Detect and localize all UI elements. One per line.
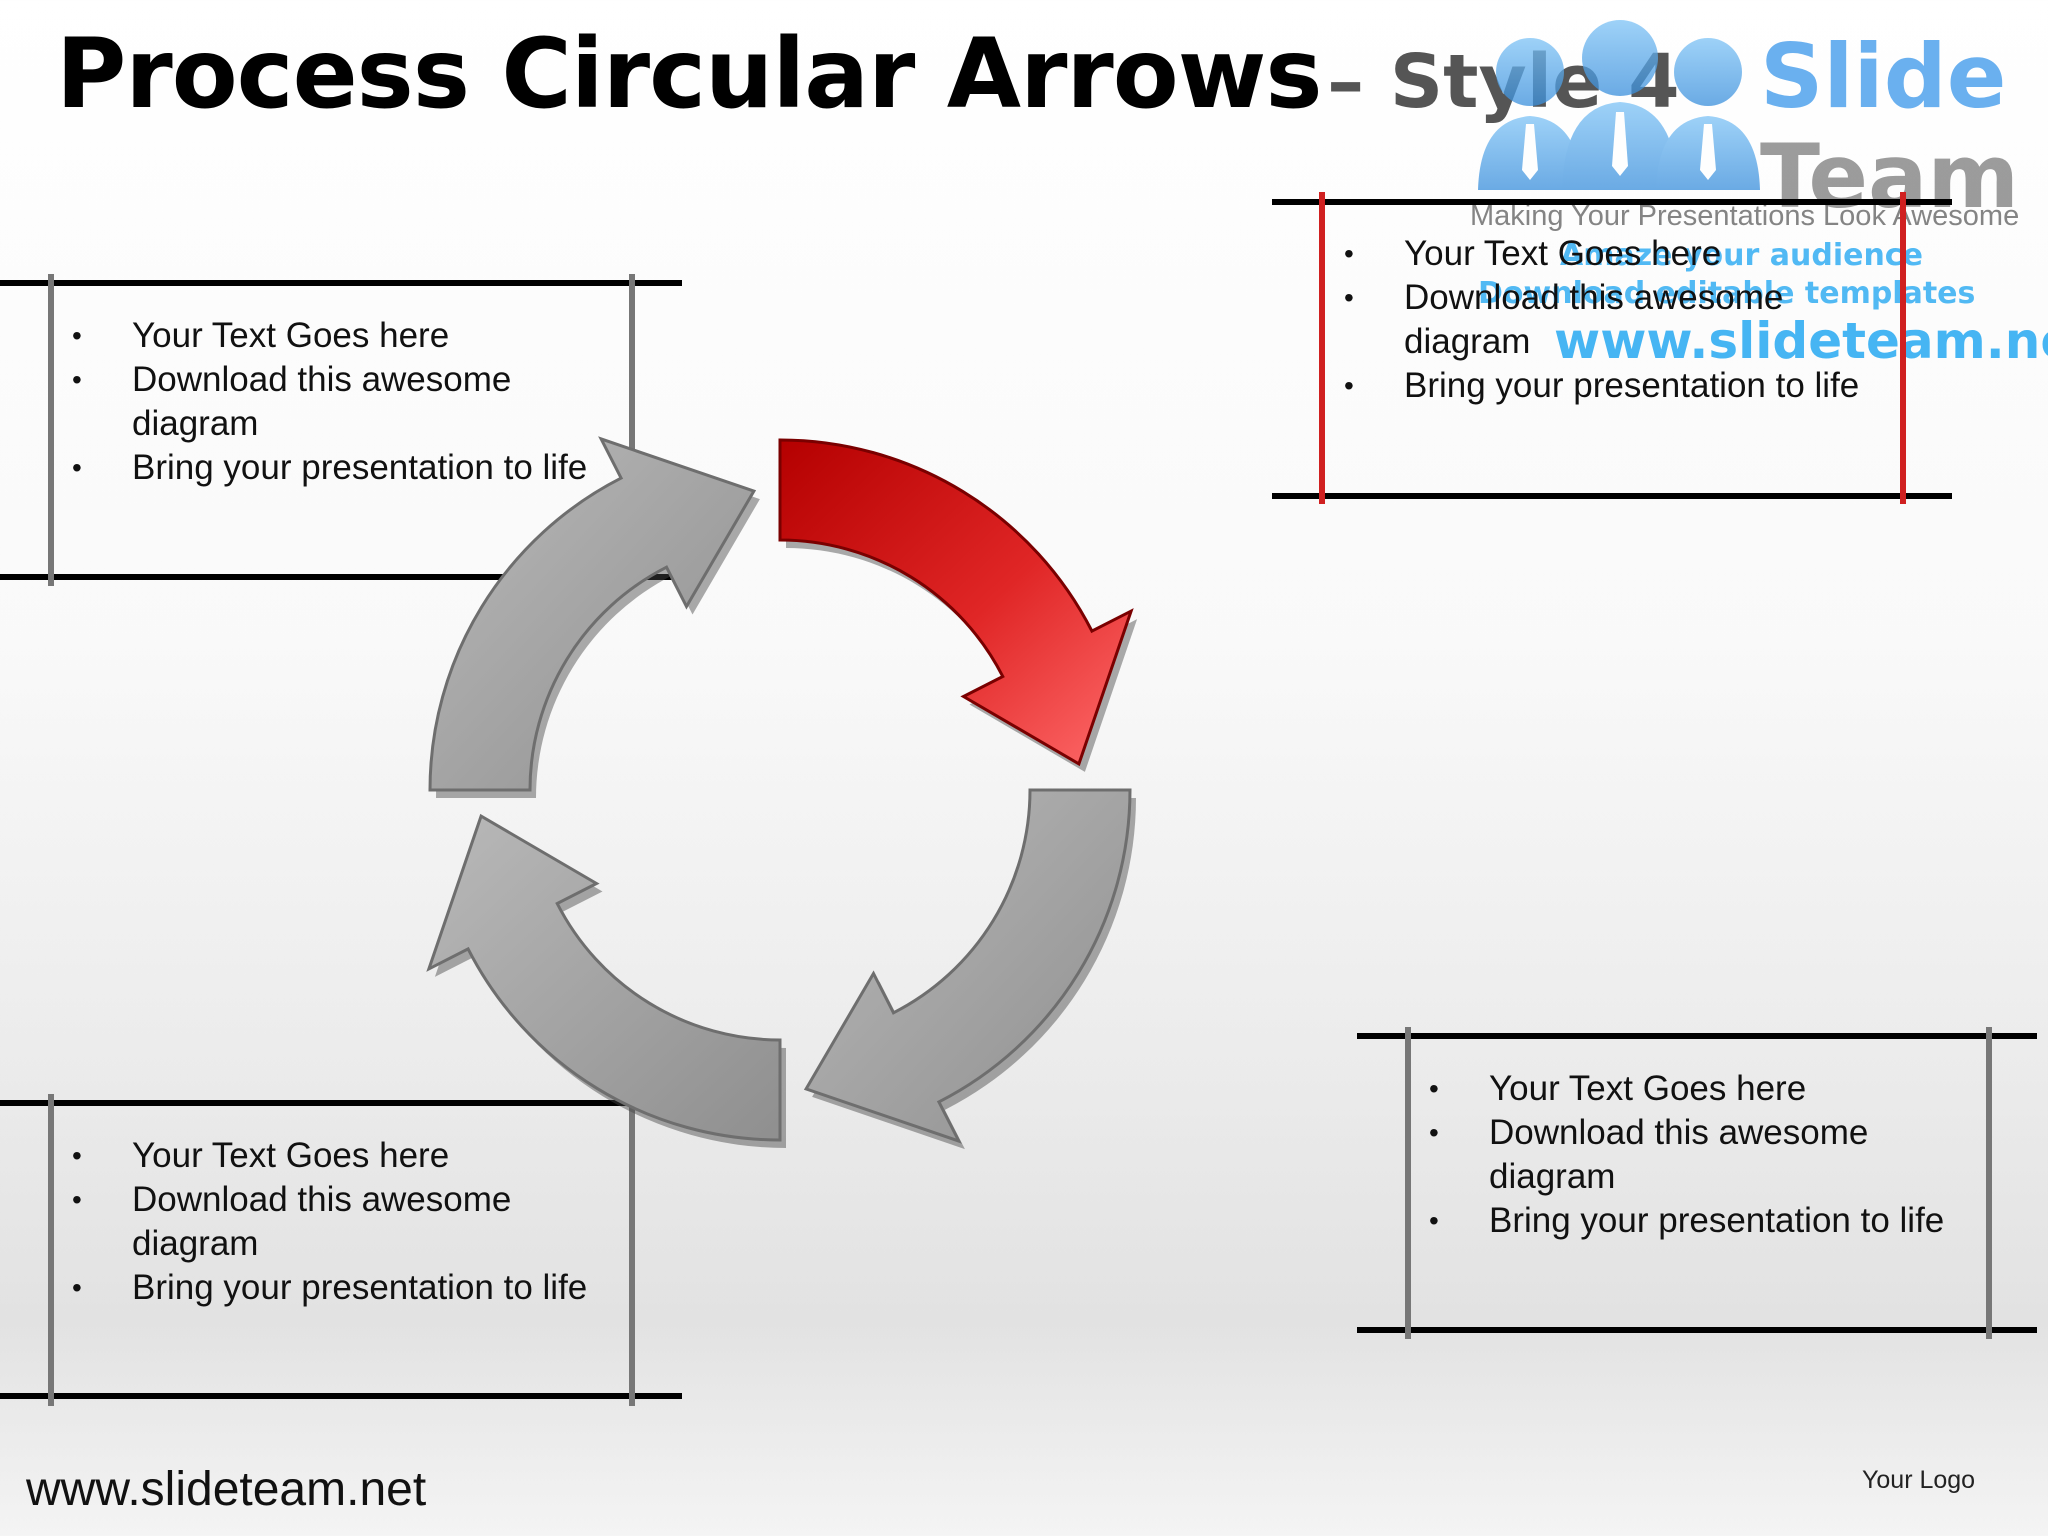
title-main: Process Circular Arrows <box>56 18 1323 130</box>
top-right-top-rule <box>1272 199 1952 205</box>
bullet-item: Bring your presentation to life <box>1429 1199 1969 1243</box>
bottom-left-left-bar <box>48 1094 54 1406</box>
cycle-arrow-top-left <box>428 436 757 792</box>
top-left-right-bar <box>629 274 635 586</box>
bottom-left-bottom-rule <box>0 1393 682 1399</box>
top-right-bottom-rule <box>1272 493 1952 499</box>
bullet-item: Your Text Goes here <box>1344 232 1884 276</box>
bottom-right-top-rule <box>1357 1033 2037 1039</box>
top-left-bottom-rule <box>0 574 682 580</box>
logo-brand-team: Team <box>1760 125 2020 228</box>
bullet-item: Your Text Goes here <box>72 314 612 358</box>
bullet-item: Bring your presentation to life <box>72 1266 612 1310</box>
bullet-item: Download this awesome diagram <box>72 358 612 446</box>
footer-url: www.slideteam.net <box>26 1463 427 1516</box>
text-box-top-left: Your Text Goes here Download this awesom… <box>72 314 612 490</box>
logo-brand-slide: Slide <box>1760 25 2007 128</box>
logo-tagline: Making Your Presentations Look Awesome <box>1470 200 2020 232</box>
cycle-arrow-top-right <box>778 438 1134 767</box>
bottom-left-right-bar <box>629 1094 635 1406</box>
bullet-item: Download this awesome diagram <box>72 1178 612 1266</box>
cycle-arrow-bottom-right <box>803 788 1132 1144</box>
footer-logo-placeholder: Your Logo <box>1862 1466 1976 1494</box>
bullet-item: Your Text Goes here <box>1429 1067 1969 1111</box>
cycle-arrow-bottom-left <box>426 813 782 1142</box>
bottom-left-top-rule <box>0 1100 682 1106</box>
text-box-bottom-right: Your Text Goes here Download this awesom… <box>1429 1067 1969 1243</box>
top-right-left-bar <box>1319 192 1325 504</box>
text-box-bottom-left: Your Text Goes here Download this awesom… <box>72 1134 612 1310</box>
bullet-item: Download this awesome diagram <box>1429 1111 1969 1199</box>
top-right-right-bar <box>1900 192 1906 504</box>
top-left-left-bar <box>48 274 54 586</box>
top-left-top-rule <box>0 280 682 286</box>
text-box-top-right: Your Text Goes here Download this awesom… <box>1344 232 1884 408</box>
bullet-item: Bring your presentation to life <box>72 446 612 490</box>
bullet-item: Bring your presentation to life <box>1344 364 1884 408</box>
bottom-right-right-bar <box>1986 1027 1992 1339</box>
bullet-item: Your Text Goes here <box>72 1134 612 1178</box>
bullet-item: Download this awesome diagram <box>1344 276 1884 364</box>
bottom-right-bottom-rule <box>1357 1327 2037 1333</box>
people-logo-icon <box>1478 20 1760 190</box>
bottom-right-left-bar <box>1405 1027 1411 1339</box>
